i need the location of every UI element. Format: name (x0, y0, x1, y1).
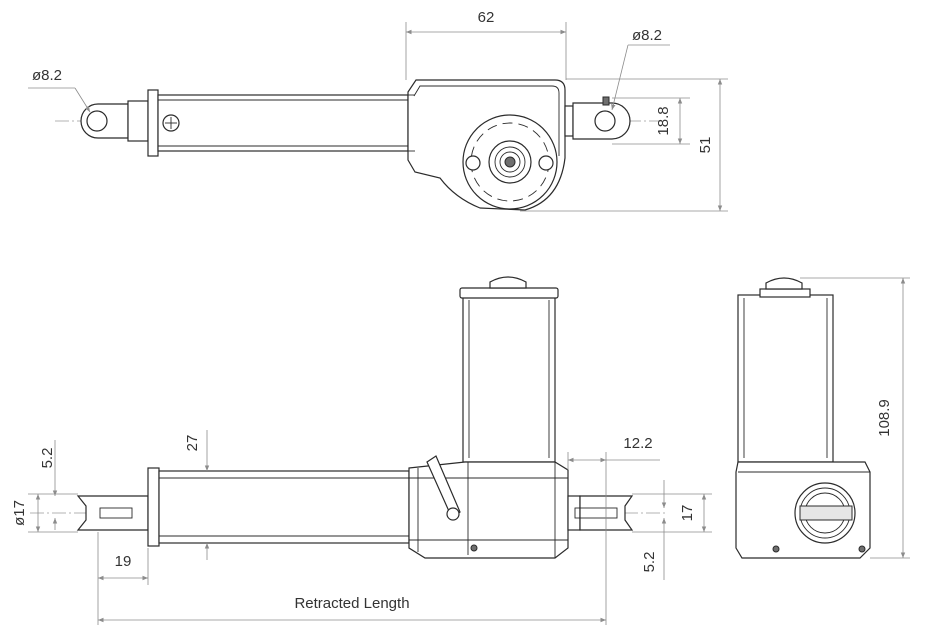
left-clevis (76, 495, 149, 531)
top-view-dimensions: 62 ø8.2 ø8.2 18.8 51 (28, 9, 728, 212)
dim-right-height: 17 (679, 505, 696, 522)
left-eye-hole (86, 110, 108, 132)
dim-top-width: 62 (478, 9, 495, 26)
side-view (30, 276, 665, 559)
side-tube-flange (147, 467, 160, 547)
dim-end-height: 108.9 (876, 399, 893, 437)
dim-side-diameter: ø17 (11, 500, 28, 526)
outer-tube (157, 94, 409, 152)
dim-right-hole: ø8.2 (632, 27, 662, 44)
end-motor-cap (765, 277, 803, 290)
side-view-dimensions: 5.2 ø17 27 19 12.2 17 5.2 Retracted Leng… (11, 430, 712, 625)
dim-retracted-length: Retracted Length (294, 595, 409, 612)
end-view (735, 277, 871, 559)
dim-right-tab: 5.2 (641, 552, 658, 573)
dim-side-tab: 5.2 (39, 448, 56, 469)
right-eye-hole (594, 110, 616, 132)
motor-screw-left (465, 155, 481, 171)
motor-screw-right (538, 155, 554, 171)
top-view (55, 79, 660, 211)
dim-total-height: 51 (697, 137, 714, 154)
motor-end-cap-side (489, 276, 527, 289)
dim-left-hole: ø8.2 (32, 67, 62, 84)
side-outer-tube (158, 470, 410, 544)
dim-tube-height: 27 (184, 435, 201, 452)
end-pin-slot (799, 505, 853, 521)
motor-body (462, 294, 556, 463)
tube-flange (147, 89, 159, 157)
lever-pivot (446, 507, 460, 521)
rod-collar (127, 100, 149, 142)
dim-end-length: 19 (115, 553, 132, 570)
end-view-dimensions: 108.9 (800, 277, 910, 559)
end-motor-body (737, 294, 834, 463)
release-lever (426, 455, 461, 519)
dim-offset: 12.2 (623, 435, 652, 452)
dim-eye-height: 18.8 (655, 106, 672, 135)
